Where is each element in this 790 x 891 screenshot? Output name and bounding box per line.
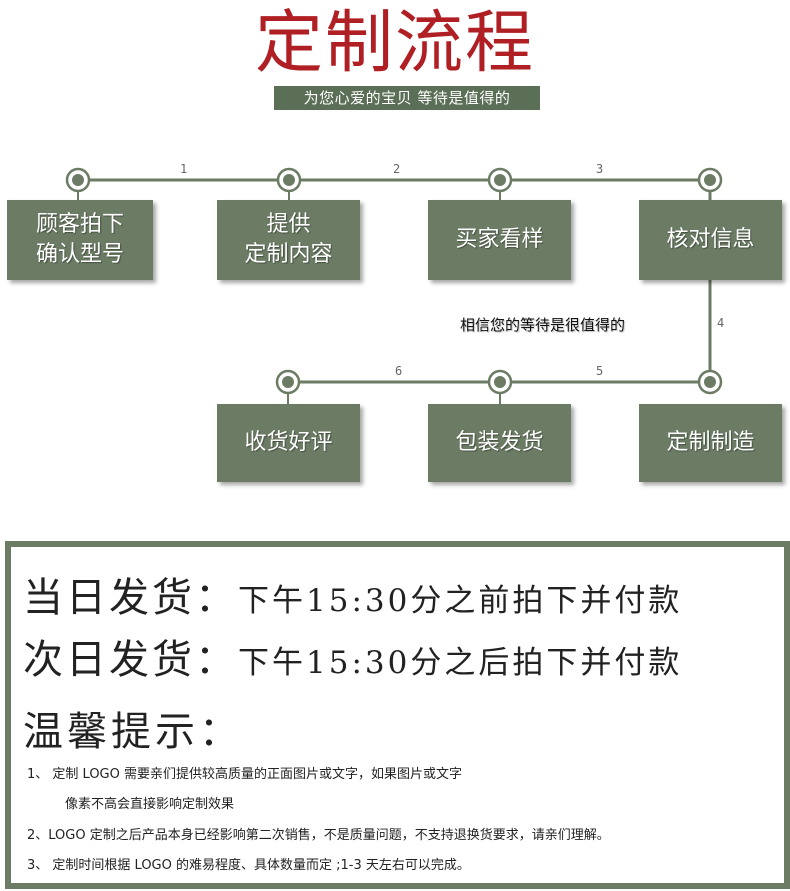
- flow-node-7: [275, 369, 301, 395]
- same-day-shipping: 当日发货：下午15:30分之前拍下并付款: [23, 565, 682, 623]
- step-number-2: 2: [393, 162, 401, 176]
- step-box-4: 核对信息: [639, 200, 782, 280]
- next-day-key: 次日发货：: [23, 637, 238, 683]
- step-number-6: 6: [395, 364, 403, 378]
- flow-node-3: [487, 167, 513, 193]
- tip-item-2: 2、LOGO 定制之后产品本身已经影响第二次销售，不是质量问题，不支持退换货要求…: [27, 828, 610, 843]
- step-box-2: 提供 定制内容: [217, 200, 360, 280]
- flow-node-2: [276, 167, 302, 193]
- step-box-5: 定制制造: [639, 404, 782, 482]
- step-number-1: 1: [180, 162, 188, 176]
- flow-note: 相信您的等待是很值得的: [460, 316, 626, 334]
- same-day-value: 下午15:30分之前拍下并付款: [238, 583, 683, 619]
- step-box-7: 收货好评: [217, 404, 360, 482]
- tip-item-1: 1、 定制 LOGO 需要亲们提供较高质量的正面图片或文字，如果图片或文字: [27, 767, 462, 782]
- same-day-key: 当日发货：: [23, 575, 238, 621]
- flow-node-1: [65, 167, 91, 193]
- next-day-value: 下午15:30分之后拍下并付款: [238, 645, 683, 681]
- step-number-4: 4: [717, 316, 725, 330]
- tips-title: 温馨提示：: [23, 709, 243, 755]
- step-number-3: 3: [596, 162, 604, 176]
- flow-node-4: [697, 167, 723, 193]
- step-box-1: 顾客拍下 确认型号: [7, 200, 153, 280]
- next-day-shipping: 次日发货：下午15:30分之后拍下并付款: [23, 627, 682, 685]
- tip-item-3: 3、 定制时间根据 LOGO 的难易程度、具体数量而定 ;1-3 天左右可以完成…: [27, 858, 470, 873]
- step-number-5: 5: [596, 364, 604, 378]
- flow-node-5: [697, 369, 723, 395]
- page-title: 定制流程: [254, 4, 535, 83]
- page-subtitle: 为您心爱的宝贝 等待是值得的: [274, 86, 540, 110]
- shipping-info-panel: 当日发货：下午15:30分之前拍下并付款 次日发货：下午15:30分之后拍下并付…: [5, 541, 790, 889]
- flow-diagram: [65, 167, 723, 404]
- step-box-6: 包装发货: [428, 404, 571, 482]
- flow-node-6: [487, 369, 513, 395]
- step-box-3: 买家看样: [428, 200, 571, 280]
- tip-item-1-cont: 像素不高会直接影响定制效果: [65, 797, 235, 812]
